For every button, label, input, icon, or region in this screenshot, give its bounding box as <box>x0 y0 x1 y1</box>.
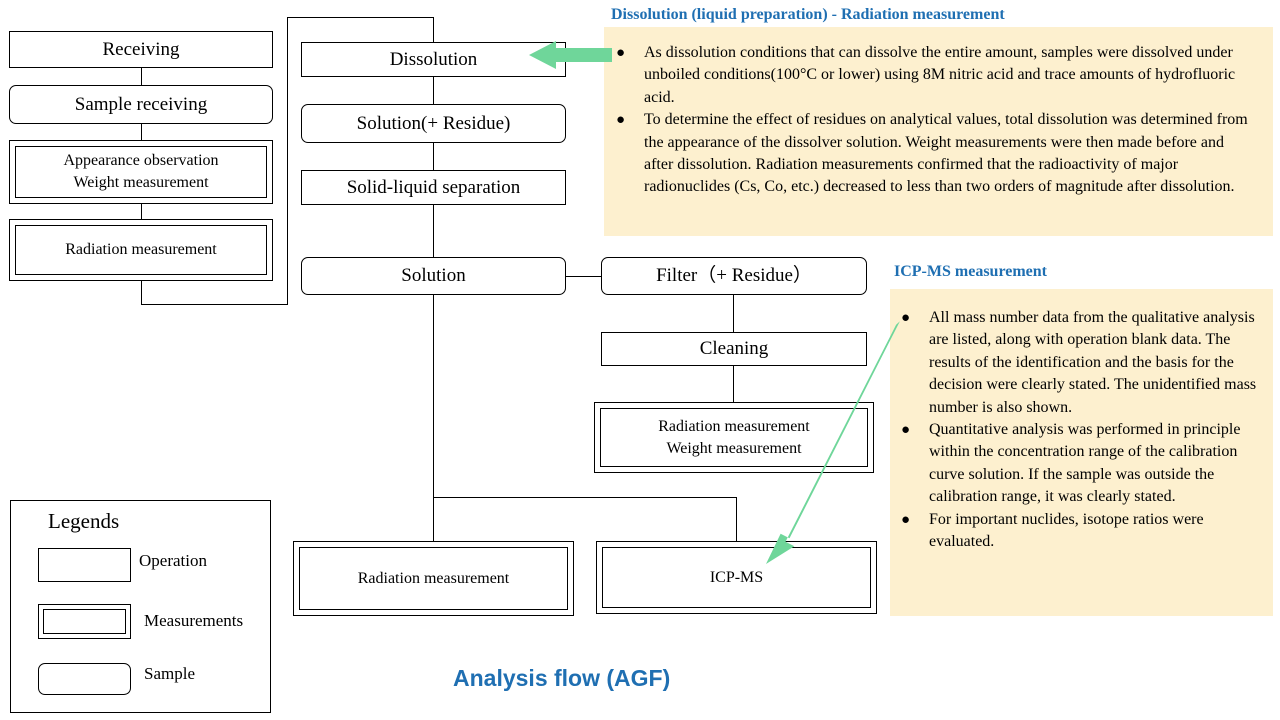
cleaning-label: Cleaning <box>699 338 769 359</box>
legend-sample-label: Sample <box>144 664 195 683</box>
icpms-box: ICP-MS <box>596 541 877 614</box>
legend-sample-swatch <box>38 663 131 695</box>
radiation-measurement-box: Radiation measurement <box>293 541 574 616</box>
legend-title: Legends <box>48 509 120 533</box>
connector-line <box>141 304 288 305</box>
connector-line <box>433 295 434 541</box>
solution-residue-label: Solution(+ Residue) <box>356 112 511 134</box>
dissolution-note-bullet-2: ●To determine the effect of residues on … <box>616 111 1248 196</box>
connector-line <box>733 366 734 402</box>
dissolution-label: Dissolution <box>389 48 478 70</box>
bullet-icon: ● <box>616 112 626 129</box>
icpms-note-heading: ICP-MS measurement <box>894 263 1048 280</box>
connector-line <box>736 497 737 541</box>
radiation-weight-measurement-box: Radiation measurement Weight measurement <box>594 402 874 473</box>
connector-line <box>565 276 602 277</box>
legend-operation-swatch <box>38 548 131 582</box>
connector-line <box>733 295 734 332</box>
radiation-measurement-label: Radiation measurement <box>357 569 510 587</box>
receiving-box: Receiving <box>9 31 273 68</box>
icpms-note-bullet-3: ●For important nuclides, isotope ratios … <box>901 510 1204 551</box>
connector-line <box>433 143 434 170</box>
dissolution-note-heading: Dissolution (liquid preparation) - Radia… <box>611 6 1005 23</box>
connector-line <box>141 281 142 304</box>
icpms-label: ICP-MS <box>709 568 764 586</box>
icpms-note: ●All mass number data from the qualitati… <box>890 289 1273 616</box>
connector-line <box>287 17 434 18</box>
connector-line <box>433 77 434 104</box>
solid-liquid-separation-box: Solid-liquid separation <box>301 170 566 205</box>
connector-line <box>141 204 142 219</box>
left-radiation-measurement-label: Radiation measurement <box>65 241 217 258</box>
bullet-icon: ● <box>616 45 626 61</box>
weight-measurement-label: Weight measurement <box>666 439 802 457</box>
filter-box: Filter（+ Residue） <box>601 257 867 295</box>
sample-receiving-label: Sample receiving <box>74 93 208 115</box>
dissolution-note: ●As dissolution conditions that can diss… <box>604 27 1273 236</box>
connector-line <box>433 497 737 498</box>
dissolution-box: Dissolution <box>301 42 566 77</box>
connector-line <box>141 124 142 140</box>
bullet-icon: ● <box>901 310 911 326</box>
solution-residue-box: Solution(+ Residue) <box>301 104 566 143</box>
icpms-note-bullet-2: ●Quantitative analysis was performed in … <box>901 421 1241 506</box>
connector-line <box>433 205 434 257</box>
solid-liquid-separation-label: Solid-liquid separation <box>346 176 521 198</box>
bullet-icon: ● <box>901 422 911 439</box>
connector-line <box>433 17 434 42</box>
icpms-note-bullet-1: ●All mass number data from the qualitati… <box>901 309 1257 416</box>
page-title: Analysis flow (AGF) <box>453 665 671 691</box>
connector-line <box>287 17 288 305</box>
sample-receiving-box: Sample receiving <box>9 85 273 124</box>
left-radiation-measurement-box: Radiation measurement <box>9 219 273 281</box>
filter-label: Filter（+ Residue） <box>656 265 812 286</box>
legend-operation-label: Operation <box>139 551 207 570</box>
dissolution-note-bullet-1: ●As dissolution conditions that can diss… <box>616 44 1236 106</box>
radiation-measurement-label: Radiation measurement <box>658 417 810 435</box>
receiving-label: Receiving <box>102 38 180 60</box>
legend-measurements-label: Measurements <box>144 611 244 630</box>
weight-measurement-label: Weight measurement <box>73 174 209 191</box>
bullet-icon: ● <box>901 511 911 528</box>
appearance-weight-measurement-box: Appearance observation Weight measuremen… <box>9 140 273 204</box>
solution-box: Solution <box>301 257 566 295</box>
cleaning-box: Cleaning <box>601 332 867 366</box>
legend-measurements-swatch <box>38 604 131 639</box>
connector-line <box>141 68 142 85</box>
solution-label: Solution <box>401 265 466 286</box>
appearance-observation-label: Appearance observation <box>63 152 219 169</box>
